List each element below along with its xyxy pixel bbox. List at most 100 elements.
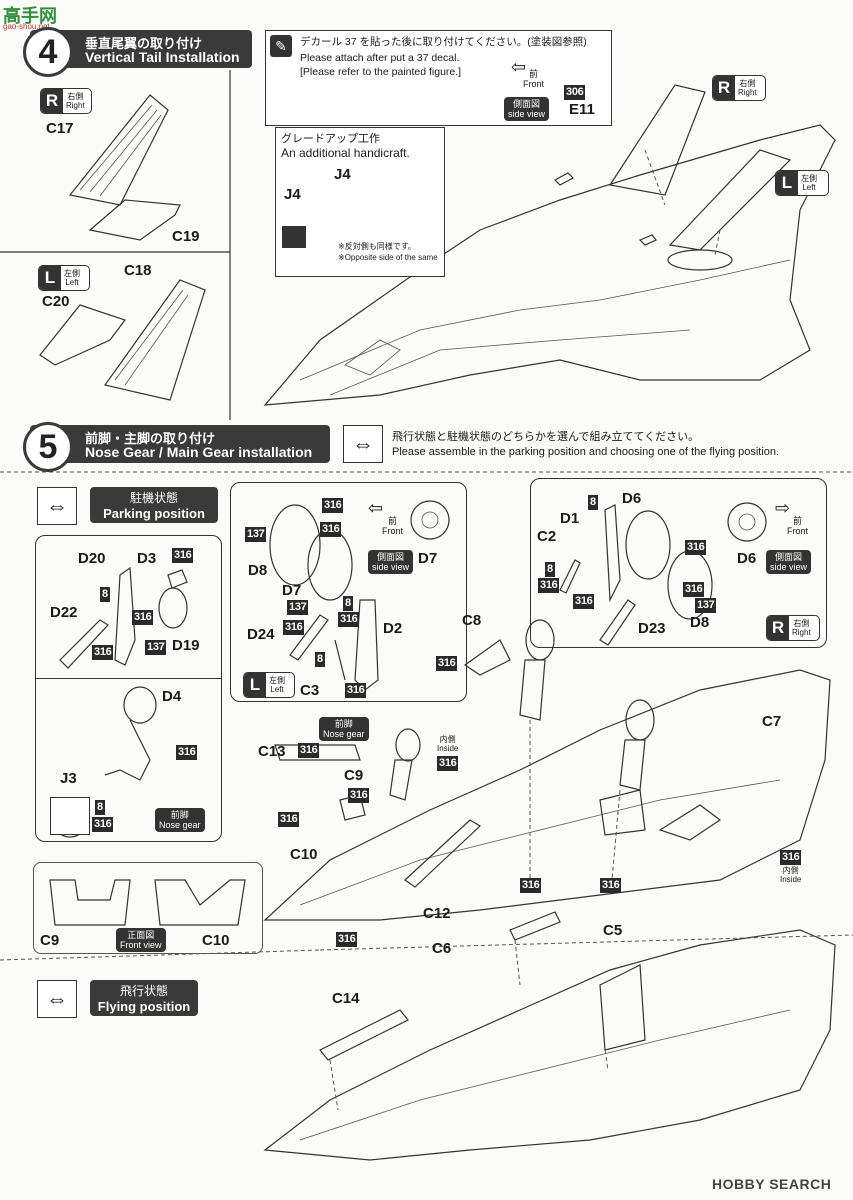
part-c18: C18 (124, 262, 152, 279)
part-j3: J3 (60, 770, 77, 787)
right-main-gear-box (530, 478, 827, 648)
step4-title-jp: 垂直尾翼の取り付け (85, 36, 203, 51)
part-c9: C9 (344, 767, 364, 784)
part-d19: D19 (172, 637, 200, 654)
paint-316: 316 (172, 548, 194, 563)
part-d1: D1 (560, 510, 580, 527)
choose-jp: 飛行状態と駐機状態のどちらかを選んで組み立ててください。 (392, 431, 700, 443)
flying-jp: 飛行状態 (119, 984, 168, 998)
step5-title-jp: 前脚・主脚の取り付け (85, 431, 216, 446)
step5-header: 前脚・主脚の取り付け Nose Gear / Main Gear install… (30, 425, 330, 463)
decal-note-en1: Please attach after put a 37 decal. (300, 52, 460, 64)
flying-en: Flying position (97, 999, 191, 1014)
front-en: Front (523, 79, 545, 89)
front-jp: 前 (529, 69, 539, 79)
nose-gear-parking-box (35, 535, 222, 842)
paint-137: 137 (145, 640, 167, 655)
part-c2: C2 (537, 528, 557, 545)
part-c10-front: C10 (202, 932, 230, 949)
part-d23: D23 (638, 620, 666, 637)
part-c9-front: C9 (40, 932, 60, 949)
part-d6: D6 (622, 490, 642, 507)
upgrade-box: グレードアップ工作 An additional handicraft. J4 J… (275, 127, 445, 277)
part-c5: C5 (603, 922, 623, 939)
choice-arrow-icon: ⇔ (343, 425, 383, 463)
part-d3: D3 (137, 550, 157, 567)
step5-title-en: Nose Gear / Main Gear installation (85, 444, 313, 460)
part-c3: C3 (300, 682, 320, 699)
decal-number: 306 (564, 85, 586, 100)
front-arrow-icon-3: ⇨ (775, 498, 791, 518)
part-c6: C6 (432, 940, 452, 957)
decal-note-box: ✎ デカール 37 を貼った後に取り付けてください。(塗装図参照) Please… (265, 30, 612, 126)
logo-sub: gao-shou.net (3, 22, 50, 31)
paint-8: 8 (100, 587, 110, 602)
flying-arrow-icon: ⇔ (37, 980, 77, 1018)
parking-header: 駐機状態 Parking position (90, 487, 218, 523)
part-d7-side: D7 (418, 550, 438, 567)
tail-fin-c18 (103, 279, 206, 401)
part-c7: C7 (762, 713, 782, 730)
parking-gear-drawings (52, 500, 767, 838)
opposite-jp: ※反対側も同様です。 (338, 242, 416, 251)
part-d6-side: D6 (737, 550, 757, 567)
brush-icon: ✎ (270, 35, 292, 57)
front-arrow-icon-2: ⇦ (368, 498, 384, 518)
step5-number: 5 (23, 422, 73, 472)
decal-note-jp: デカール 37 を貼った後に取り付けてください。(塗装図参照) (300, 36, 587, 48)
flying-header: 飛行状態 Flying position (90, 980, 198, 1016)
part-j4-top: J4 (334, 166, 351, 183)
part-c10: C10 (290, 846, 318, 863)
part-c12: C12 (423, 905, 451, 922)
front-arrow-icon: ⇦ (511, 57, 527, 77)
left-main-gear-box (230, 482, 467, 702)
parking-en: Parking position (103, 506, 205, 521)
parking-arrow-icon: ⇔ (37, 487, 77, 525)
part-d20: D20 (78, 550, 106, 567)
watermark: HOBBY SEARCH (712, 1176, 832, 1192)
tail-fin-c17 (68, 94, 169, 206)
choose-en: Please assemble in the parking position … (392, 446, 780, 458)
part-d2: D2 (383, 620, 403, 637)
part-d8-right: D8 (690, 614, 710, 631)
opposite-en: ※Opposite side of the same (338, 253, 438, 262)
step4-number: 4 (23, 27, 73, 77)
part-c19: C19 (172, 228, 200, 245)
front-view-box (33, 862, 263, 954)
tail-fin-c20 (39, 304, 126, 366)
part-d24: D24 (247, 626, 275, 643)
knife-icon (282, 226, 306, 248)
aircraft-underside-illustration (263, 619, 831, 921)
decal-note-en2: [Please refer to the painted figure.] (300, 66, 462, 78)
part-d22: D22 (50, 604, 78, 621)
part-d8-left: D8 (248, 562, 268, 579)
part-d7: D7 (282, 582, 302, 599)
part-c17: C17 (46, 120, 74, 137)
parking-jp: 駐機状態 (129, 491, 178, 505)
part-c8: C8 (462, 612, 482, 629)
part-c20: C20 (42, 293, 70, 310)
part-j4-side: J4 (284, 186, 301, 203)
part-d4: D4 (162, 688, 182, 705)
part-e11: E11 (569, 101, 595, 118)
tail-fin-c19 (88, 199, 181, 241)
upgrade-jp: グレードアップ工作 (281, 133, 380, 145)
part-c13: C13 (258, 743, 286, 760)
logo-text: 高手网 (3, 6, 57, 26)
part-c14: C14 (332, 990, 360, 1007)
aircraft-flying-illustration (263, 911, 836, 1161)
